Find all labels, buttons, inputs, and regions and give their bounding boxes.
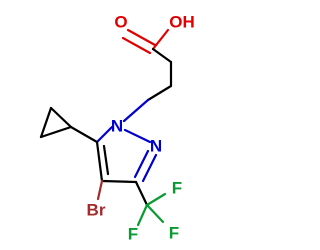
atom-label-ring-nitrogen-1: N (111, 117, 123, 136)
bond-c4-c5 (95, 140, 104, 183)
atom-label-fluorine-2: F (128, 225, 138, 244)
atom-label-bromine: Br (87, 201, 106, 220)
bond-c3-cf3 (134, 180, 149, 207)
bond-cf3-f1 (145, 192, 167, 207)
bond-n2-c3-double-b (141, 153, 158, 183)
bond-ch2-to-n1 (122, 98, 150, 123)
bond-cf3-f3 (145, 203, 165, 224)
bond-carbonyl-double-a (126, 28, 157, 47)
bond-cf3-f2 (136, 203, 149, 227)
bond-cyclopropyl-left (39, 106, 53, 139)
bond-c4-c5-inner (102, 144, 110, 176)
bond-carbonyl-double-b (121, 36, 152, 55)
bond-n1-n2 (123, 128, 152, 144)
chemical-structure-diagram: O OH N N Br F F F (0, 0, 250, 250)
background (0, 0, 250, 250)
atom-label-carbonyl-oxygen: O (114, 13, 127, 32)
bond-c3-c4 (100, 179, 138, 184)
bond-cyclopropyl-top (49, 106, 73, 129)
bond-c5-cyclopropyl (69, 125, 99, 144)
bond-c5-n1 (95, 125, 114, 144)
bond-acid-hydroxyl (151, 28, 170, 51)
bond-cyclopropyl-bottom (39, 125, 73, 139)
atom-label-fluorine-3: F (169, 224, 179, 243)
bond-acid-to-ch2 (151, 47, 173, 64)
atom-label-hydroxyl: OH (169, 13, 195, 32)
bond-c4-br (96, 179, 104, 201)
bond-ch2-to-ch2 (146, 84, 173, 102)
atom-label-ring-nitrogen-2: N (150, 137, 162, 156)
atom-label-fluorine-1: F (172, 179, 182, 198)
bond-n2-c3-double-a (133, 149, 150, 179)
